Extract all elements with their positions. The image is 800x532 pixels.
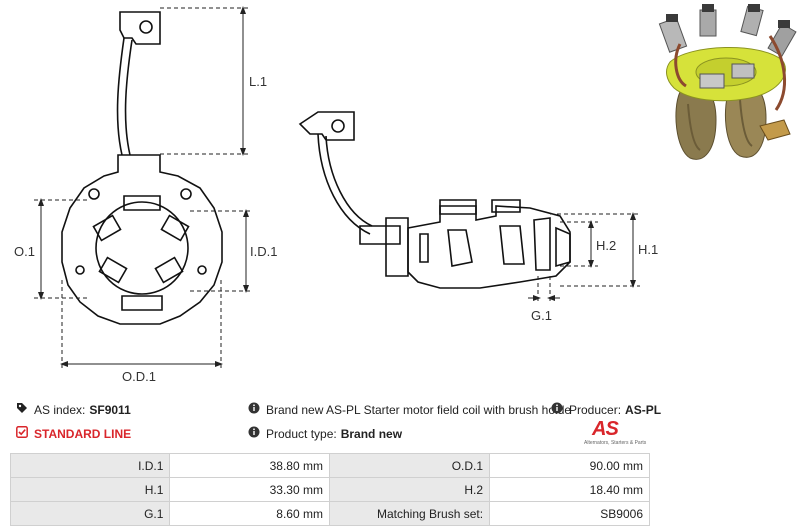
producer-row: Producer: AS-PL [551, 402, 661, 417]
logo-text: AS [592, 418, 619, 440]
spec-key: I.D.1 [9, 453, 171, 478]
product-type-row: Product type: Brand new [248, 426, 402, 441]
as-index-row: AS index: SF9011 [16, 402, 131, 417]
spec-value: 38.80 mm [169, 453, 330, 478]
as-index-label: AS index: [34, 402, 86, 417]
spec-key: G.1 [9, 501, 171, 526]
dim-label-h2: H.2 [596, 238, 616, 253]
side-view [298, 111, 571, 289]
as-index-value: SF9011 [89, 402, 131, 417]
dim-label-id1: I.D.1 [250, 244, 277, 259]
dim-label-od1: O.D.1 [122, 369, 156, 384]
dim-label-g1: G.1 [531, 308, 552, 323]
spec-key: H.2 [328, 477, 491, 502]
table-row: I.D.1 38.80 mm O.D.1 90.00 mm [9, 453, 650, 478]
dim-label-l1: L.1 [249, 74, 267, 89]
dim-label-o1: O.1 [14, 244, 35, 259]
standard-line-row: STANDARD LINE [16, 426, 131, 441]
logo-tagline: Alternators, Starters & Parts [584, 440, 647, 446]
as-pl-logo: AS Alternators, Starters & Parts [584, 418, 654, 448]
spec-value: 8.60 mm [169, 501, 330, 526]
table-row: H.1 33.30 mm H.2 18.40 mm [9, 477, 650, 502]
spec-key: Matching Brush set: [328, 501, 491, 526]
description-row: Brand new AS-PL Starter motor field coil… [248, 402, 571, 417]
producer-value: AS-PL [625, 402, 662, 417]
producer-label: Producer: [569, 402, 622, 417]
dim-label-h1: H.1 [638, 242, 658, 257]
spec-key: H.1 [9, 477, 171, 502]
info-icon [248, 426, 260, 441]
spec-value: SB9006 [489, 501, 650, 526]
product-photo [658, 4, 797, 160]
spec-value: 33.30 mm [169, 477, 330, 502]
product-type-value: Brand new [340, 426, 403, 441]
description-text: Brand new AS-PL Starter motor field coil… [266, 402, 572, 417]
specs-table: I.D.1 38.80 mm O.D.1 90.00 mm H.1 33.30 … [9, 453, 650, 526]
spec-key: O.D.1 [328, 453, 491, 478]
spec-value: 18.40 mm [489, 477, 650, 502]
checkbox-checked-icon [16, 426, 28, 441]
table-row: G.1 8.60 mm Matching Brush set: SB9006 [9, 501, 650, 526]
standard-line-label: STANDARD LINE [34, 426, 132, 441]
technical-drawing: L.1 O.1 I.D.1 O.D.1 H.1 H.2 G.1 [14, 4, 797, 384]
spec-value: 90.00 mm [489, 453, 650, 478]
info-icon [248, 402, 260, 417]
front-view-dimensions [34, 6, 252, 370]
tag-icon [16, 402, 28, 417]
side-view-dimensions [528, 212, 640, 302]
product-type-label: Product type: [266, 426, 337, 441]
front-view [61, 11, 223, 325]
info-icon [551, 402, 563, 417]
